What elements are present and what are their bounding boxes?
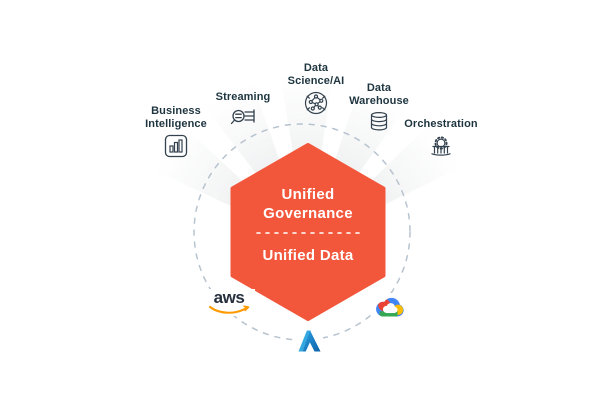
bar-chart-icon bbox=[164, 134, 188, 158]
aws-logo: aws bbox=[203, 289, 255, 316]
capability-data-warehouse: Data Warehouse bbox=[339, 82, 419, 134]
hexagon-top-label: Unified Governance bbox=[263, 186, 353, 222]
capability-data-science-ai: Data Science/AI bbox=[280, 62, 352, 116]
capability-label: Orchestration bbox=[404, 118, 478, 130]
capability-label: Business Intelligence bbox=[145, 105, 207, 130]
capability-streaming: Streaming bbox=[198, 91, 288, 131]
database-icon bbox=[370, 111, 388, 131]
hexagon-bottom-label: Unified Data bbox=[262, 247, 354, 264]
aws-wordmark: aws bbox=[213, 288, 245, 307]
capability-orchestration: Orchestration bbox=[391, 118, 491, 158]
stream-magnifier-icon bbox=[230, 108, 255, 124]
gear-rotunda-icon bbox=[431, 136, 451, 156]
hexagon bbox=[230, 143, 386, 321]
microsoft-azure-logo bbox=[296, 328, 323, 354]
azure-a-icon bbox=[298, 330, 321, 352]
google-cloud-logo bbox=[372, 293, 408, 322]
capability-label: Data Warehouse bbox=[349, 82, 409, 107]
aws-smile-icon bbox=[208, 305, 250, 314]
google-cloud-icon bbox=[376, 297, 404, 317]
network-globe-icon bbox=[304, 91, 328, 115]
capability-label: Streaming bbox=[215, 91, 271, 103]
capability-business-intelligence: Business Intelligence bbox=[134, 105, 218, 159]
capability-label: Data Science/AI bbox=[287, 62, 345, 87]
